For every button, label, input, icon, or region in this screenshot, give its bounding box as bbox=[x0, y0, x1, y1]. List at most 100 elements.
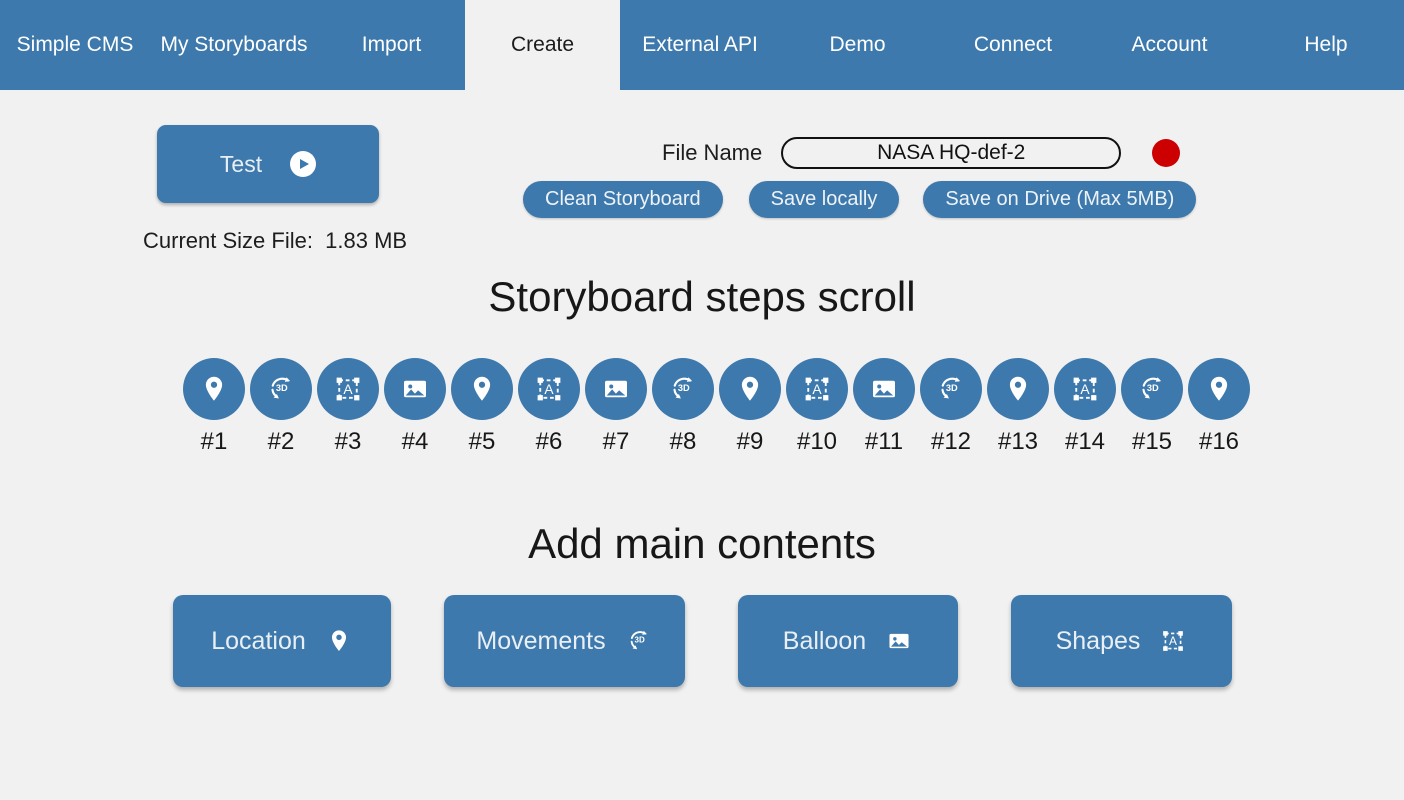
movement-3d-icon: 3D bbox=[920, 358, 982, 420]
shapes-icon: A bbox=[1054, 358, 1116, 420]
storyboard-step-label: #13 bbox=[997, 428, 1039, 455]
add-shapes-label: Shapes bbox=[1055, 626, 1141, 655]
storyboard-step[interactable]: #16 bbox=[1188, 358, 1250, 456]
add-location-label: Location bbox=[211, 626, 306, 655]
record-status-dot bbox=[1152, 139, 1181, 167]
movement-3d-icon: 3D bbox=[652, 358, 714, 420]
balloon-image-icon bbox=[384, 358, 446, 420]
nav-label: Simple CMS bbox=[16, 33, 134, 56]
storyboard-step[interactable]: A #10 bbox=[786, 358, 848, 456]
current-size-file-text: Current Size File: 1.83 MB bbox=[143, 228, 408, 253]
storyboard-step-label: #4 bbox=[401, 428, 429, 455]
nav-item-account[interactable]: Account bbox=[1091, 0, 1248, 90]
nav-item-external-api[interactable]: External API bbox=[620, 0, 780, 90]
svg-text:3D: 3D bbox=[1147, 383, 1159, 393]
shapes-icon: A bbox=[786, 358, 848, 420]
shapes-icon: A bbox=[518, 358, 580, 420]
balloon-image-icon bbox=[585, 358, 647, 420]
storyboard-step-label: #7 bbox=[602, 428, 630, 455]
add-main-contents-heading: Add main contents bbox=[528, 520, 876, 567]
storyboard-step[interactable]: 3D #2 bbox=[250, 358, 312, 456]
storyboard-step[interactable]: A #3 bbox=[317, 358, 379, 456]
storyboard-step[interactable]: 3D #15 bbox=[1121, 358, 1183, 456]
svg-text:A: A bbox=[1080, 382, 1090, 397]
main-navbar: Simple CMS My Storyboards Import Create … bbox=[0, 0, 1404, 90]
nav-label: My Storyboards bbox=[160, 33, 308, 56]
storyboard-step[interactable]: 3D #8 bbox=[652, 358, 714, 456]
movement-3d-icon: 3D bbox=[250, 358, 312, 420]
storyboard-step[interactable]: #1 bbox=[183, 358, 245, 456]
storyboard-step[interactable]: #9 bbox=[719, 358, 781, 456]
storyboard-step[interactable]: #13 bbox=[987, 358, 1049, 456]
svg-text:A: A bbox=[343, 382, 353, 397]
clean-storyboard-button[interactable]: Clean Storyboard bbox=[523, 181, 723, 218]
location-pin-icon bbox=[183, 358, 245, 420]
shapes-icon: A bbox=[1160, 628, 1186, 654]
location-pin-icon bbox=[326, 628, 352, 654]
test-button[interactable]: Test bbox=[157, 125, 379, 203]
storyboard-step[interactable]: A#6 bbox=[518, 358, 580, 456]
nav-label: Demo bbox=[829, 33, 886, 56]
storyboard-step-label: #2 bbox=[267, 428, 295, 455]
svg-text:A: A bbox=[544, 382, 554, 397]
storyboard-step-label: #15 bbox=[1131, 428, 1173, 455]
add-balloon-button[interactable]: Balloon bbox=[737, 595, 958, 687]
location-pin-icon bbox=[719, 358, 781, 420]
storyboard-step[interactable]: A #14 bbox=[1054, 358, 1116, 456]
toolbar-area: Test Current Size File: 1.83 MB File Nam… bbox=[0, 90, 1404, 275]
nav-label: External API bbox=[642, 33, 758, 56]
test-button-label: Test bbox=[219, 150, 263, 177]
storyboard-step[interactable]: #11 bbox=[853, 358, 915, 456]
nav-item-import[interactable]: Import bbox=[318, 0, 465, 90]
nav-label: Account bbox=[1131, 33, 1208, 56]
add-shapes-button[interactable]: Shapes A bbox=[1010, 595, 1232, 687]
balloon-image-icon bbox=[853, 358, 915, 420]
storyboard-step-label: #3 bbox=[334, 428, 362, 455]
storyboard-step[interactable]: #7 bbox=[585, 358, 647, 456]
storyboard-steps-row: #1 3D #2 A #3 #4 #5 A#6 #7 3D #8 #9 A #10 #11 3D #12 #13 A… bbox=[183, 358, 1404, 456]
location-pin-icon bbox=[451, 358, 513, 420]
save-on-drive-button[interactable]: Save on Drive (Max 5MB) bbox=[923, 181, 1197, 218]
svg-text:3D: 3D bbox=[634, 636, 644, 645]
storyboard-step-label: #12 bbox=[930, 428, 972, 455]
svg-text:3D: 3D bbox=[276, 383, 288, 393]
add-movements-button[interactable]: Movements 3D bbox=[443, 595, 685, 687]
storyboard-step-label: #11 bbox=[864, 428, 904, 455]
storyboard-step-label: #9 bbox=[736, 428, 764, 455]
storyboard-step-label: #1 bbox=[200, 428, 228, 455]
storyboard-step[interactable]: 3D #12 bbox=[920, 358, 982, 456]
storyboard-step-label: #16 bbox=[1198, 428, 1240, 455]
save-locally-button[interactable]: Save locally bbox=[748, 181, 900, 218]
svg-text:3D: 3D bbox=[946, 383, 958, 393]
nav-label: Import bbox=[361, 33, 422, 56]
nav-label: Create bbox=[510, 33, 575, 56]
nav-item-connect[interactable]: Connect bbox=[935, 0, 1091, 90]
storyboard-step-label: #5 bbox=[468, 428, 496, 455]
nav-item-help[interactable]: Help bbox=[1248, 0, 1404, 90]
location-pin-icon bbox=[1188, 358, 1250, 420]
storyboard-step-label: #8 bbox=[669, 428, 697, 455]
nav-item-demo[interactable]: Demo bbox=[780, 0, 935, 90]
location-pin-icon bbox=[987, 358, 1049, 420]
balloon-image-icon bbox=[886, 628, 912, 654]
nav-item-create[interactable]: Create bbox=[465, 0, 620, 90]
file-name-input[interactable] bbox=[781, 137, 1122, 169]
movement-3d-icon: 3D bbox=[626, 628, 652, 654]
storyboard-step-label: #14 bbox=[1064, 428, 1106, 455]
nav-item-my-storyboards[interactable]: My Storyboards bbox=[150, 0, 318, 90]
storyboard-step-label: #10 bbox=[796, 428, 838, 455]
shapes-icon: A bbox=[317, 358, 379, 420]
svg-text:A: A bbox=[812, 382, 822, 397]
add-location-button[interactable]: Location bbox=[172, 595, 391, 687]
add-main-contents-row: Location Movements 3D Balloon Shapes A bbox=[0, 595, 1404, 687]
nav-label: Help bbox=[1304, 33, 1348, 56]
nav-label: Connect bbox=[973, 33, 1053, 56]
nav-item-simple-cms[interactable]: Simple CMS bbox=[0, 0, 150, 90]
storyboard-step[interactable]: #4 bbox=[384, 358, 446, 456]
storyboard-step[interactable]: #5 bbox=[451, 358, 513, 456]
svg-text:3D: 3D bbox=[678, 383, 690, 393]
save-actions-row: Clean Storyboard Save locally Save on Dr… bbox=[523, 181, 1197, 218]
storyboard-steps-heading: Storyboard steps scroll bbox=[488, 273, 916, 320]
movement-3d-icon: 3D bbox=[1121, 358, 1183, 420]
storyboard-steps-scroll[interactable]: #1 3D #2 A #3 #4 #5 A#6 #7 3D #8 #9 A #10 #11 3D #12 #13 A… bbox=[0, 358, 1404, 463]
